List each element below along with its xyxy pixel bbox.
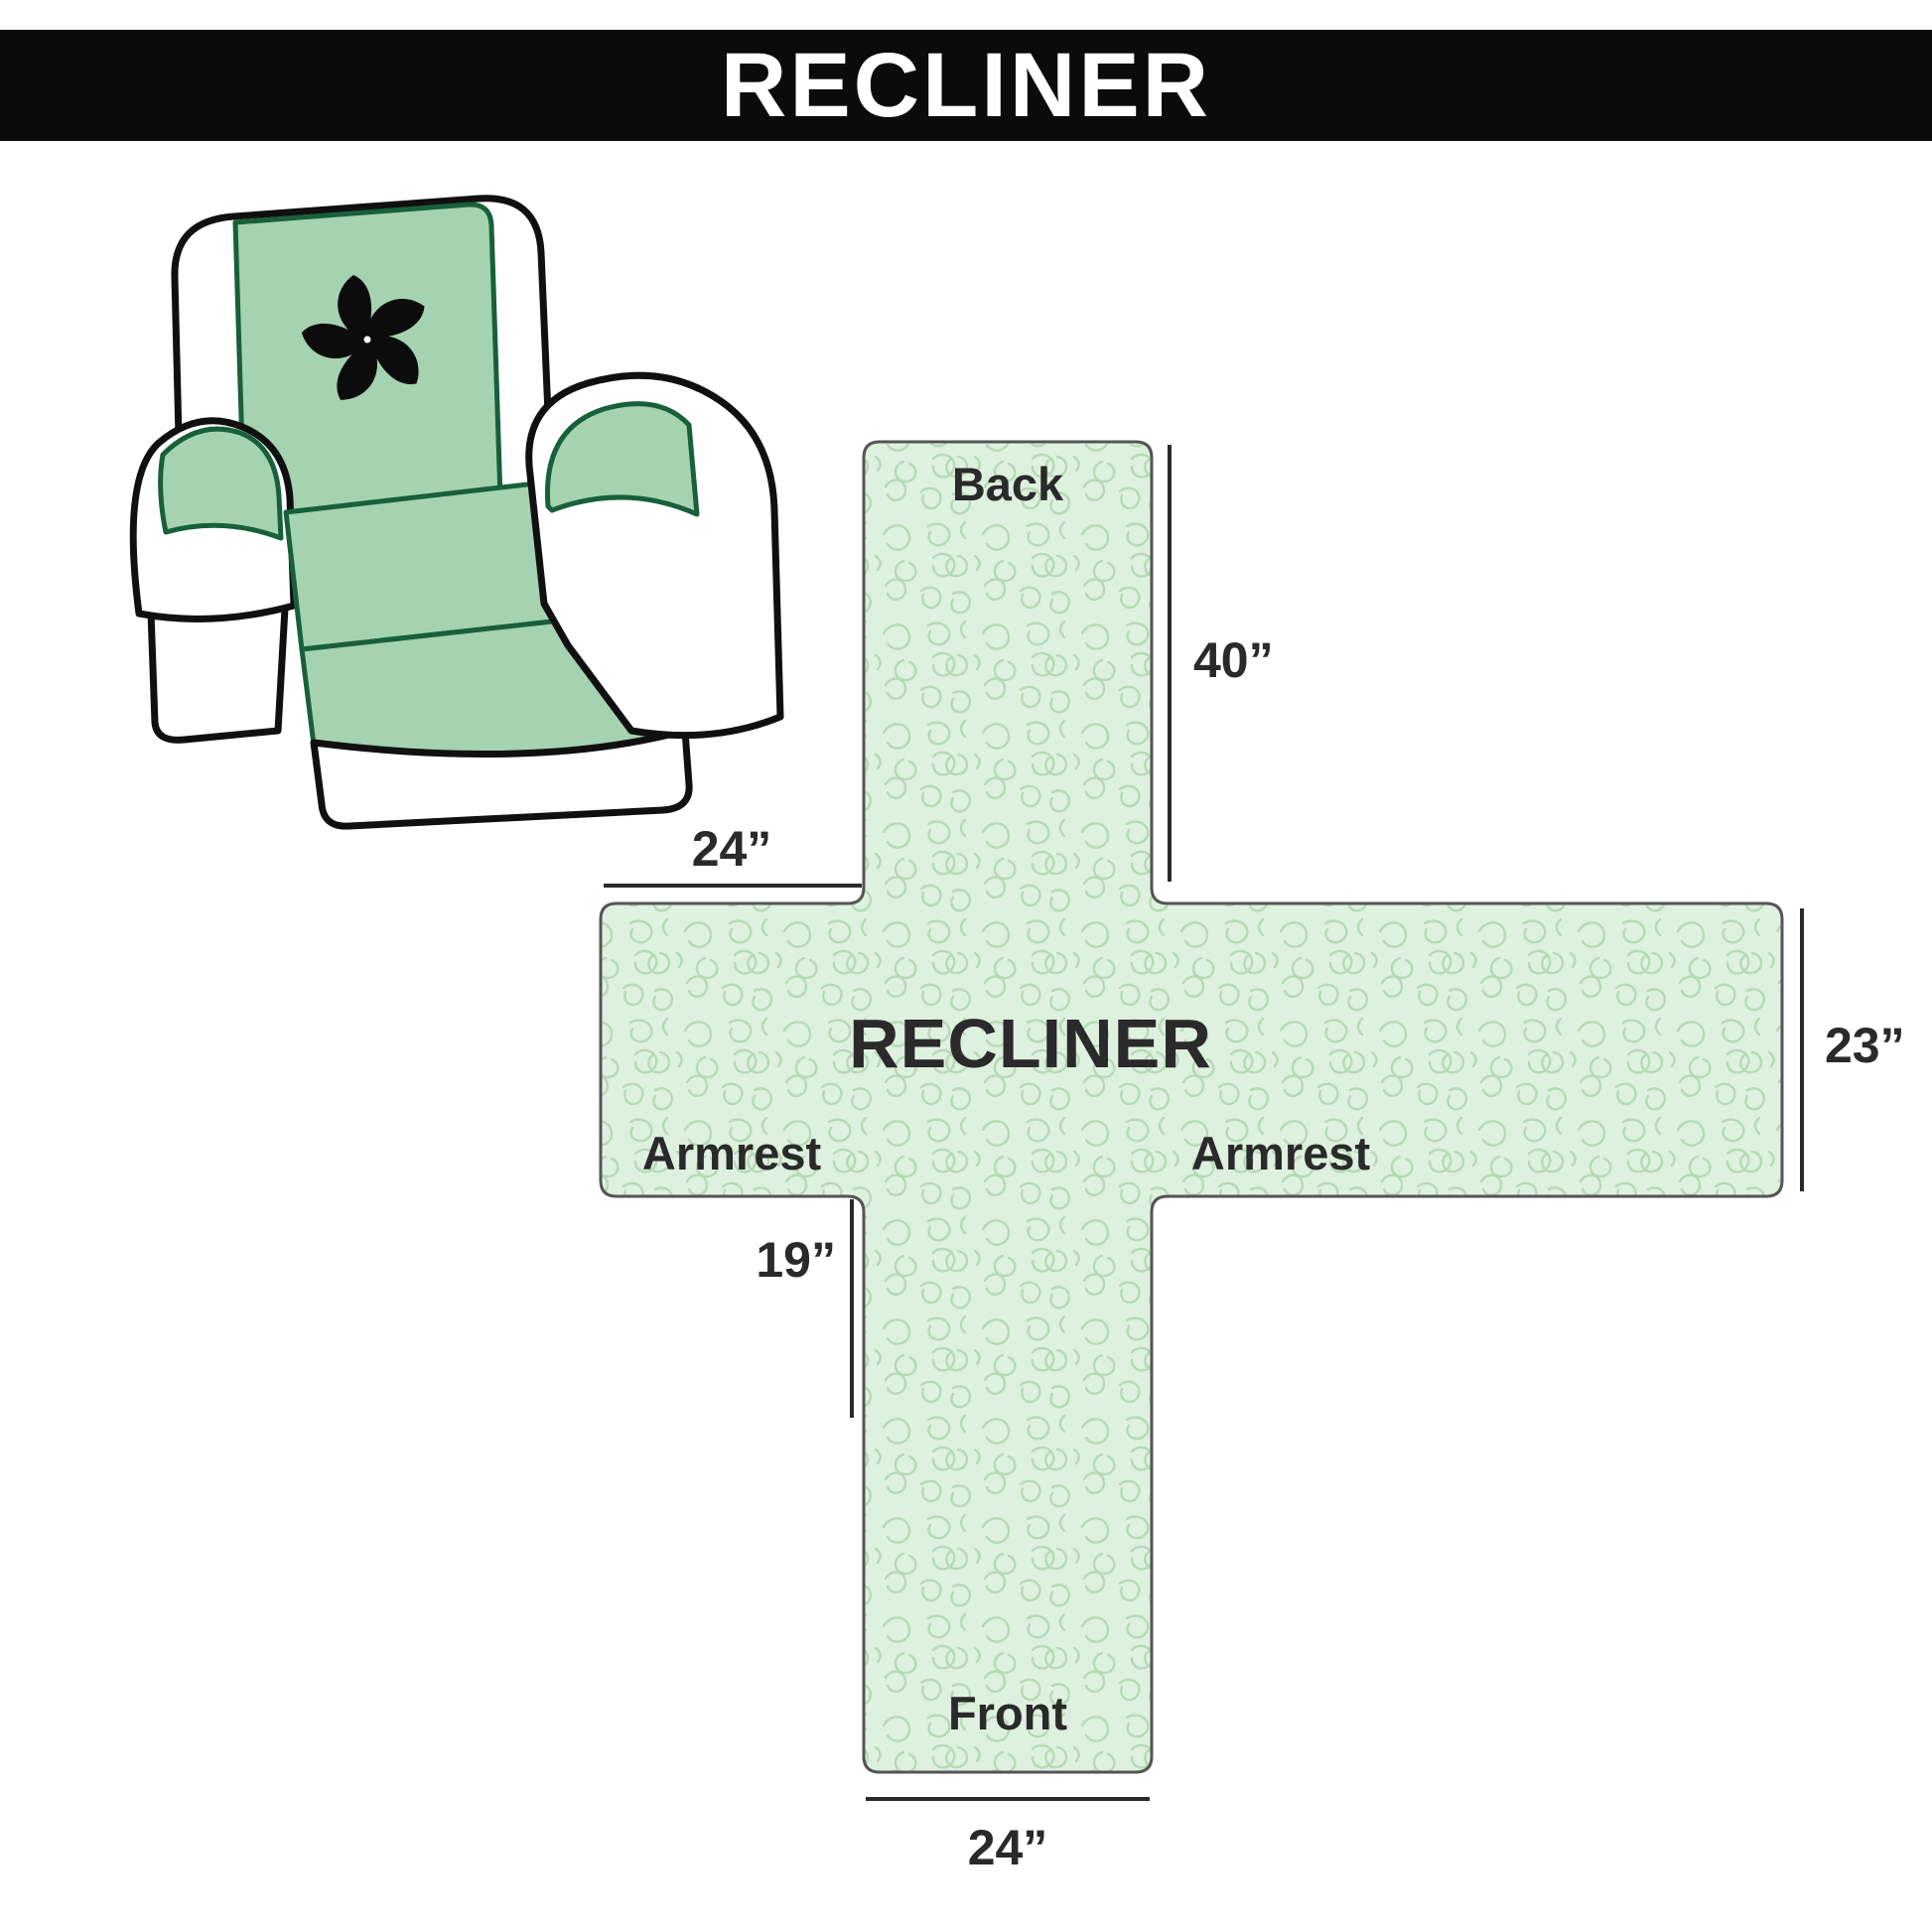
top-width-dimension: 24” <box>692 821 772 877</box>
front-width-dimension: 24” <box>968 1820 1048 1875</box>
front-height-dimension: 19” <box>756 1232 836 1288</box>
pinwheel-icon <box>296 275 431 410</box>
armrest-left-label: Armrest <box>642 1127 822 1179</box>
front-label: Front <box>948 1687 1067 1739</box>
diagram-center-label: RECLINER <box>849 1005 1212 1082</box>
cover-cross-shape <box>599 440 1784 1774</box>
cover-dimension-diagram: Back RECLINER Armrest Armrest Front 40” … <box>599 440 1905 1875</box>
armrest-right-label: Armrest <box>1191 1127 1371 1179</box>
side-height-dimension: 23” <box>1825 1018 1905 1073</box>
page-title: RECLINER <box>720 35 1212 136</box>
back-height-dimension: 40” <box>1193 632 1274 688</box>
chair-base <box>310 727 693 830</box>
header-banner: RECLINER <box>0 30 1932 141</box>
back-label: Back <box>952 458 1064 510</box>
cover-left-armrest <box>158 426 284 541</box>
recliner-illustration <box>129 195 784 830</box>
cover-right-armrest <box>544 401 700 517</box>
